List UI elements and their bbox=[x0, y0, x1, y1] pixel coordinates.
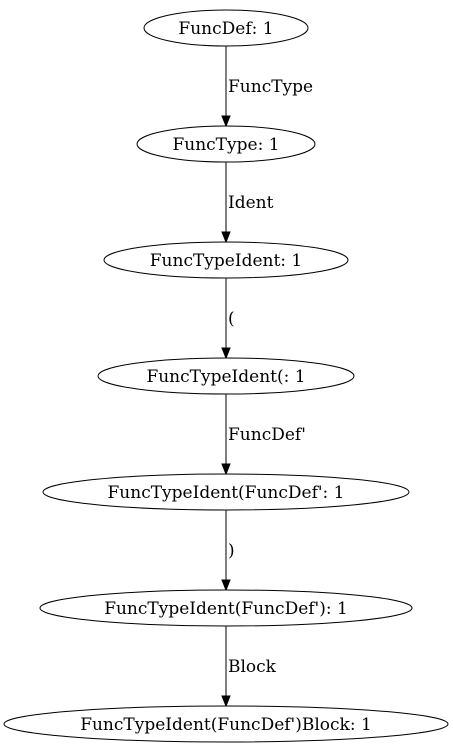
edge-n1-n2: Ident bbox=[221, 162, 274, 244]
edge-label: Block bbox=[228, 657, 277, 677]
node-n3: FuncTypeIdent(: 1 bbox=[97, 357, 355, 395]
edges-layer: FuncTypeIdent ( FuncDef') Block bbox=[221, 46, 313, 708]
arrowhead-icon bbox=[221, 347, 231, 360]
node-label: FuncTypeIdent(FuncDef'): 1 bbox=[104, 599, 348, 619]
node-n5: FuncTypeIdent(FuncDef'): 1 bbox=[39, 589, 413, 627]
edge-n0-n1: FuncType bbox=[221, 46, 313, 128]
arrowhead-icon bbox=[221, 231, 231, 244]
edge-label: ( bbox=[228, 309, 235, 329]
edge-n3-n4: FuncDef' bbox=[221, 394, 306, 476]
node-ellipse bbox=[97, 357, 355, 395]
arrowhead-icon bbox=[221, 579, 231, 592]
edge-n5-n6: Block bbox=[221, 626, 277, 708]
node-ellipse bbox=[136, 125, 316, 163]
node-ellipse bbox=[42, 473, 410, 511]
node-label: FuncType: 1 bbox=[172, 135, 279, 155]
node-label: FuncTypeIdent: 1 bbox=[150, 251, 303, 271]
edge-label: ) bbox=[228, 541, 235, 561]
node-n2: FuncTypeIdent: 1 bbox=[103, 241, 349, 279]
edge-n2-n3: ( bbox=[221, 278, 235, 360]
arrowhead-icon bbox=[221, 695, 231, 708]
arrowhead-icon bbox=[221, 463, 231, 476]
node-ellipse bbox=[39, 589, 413, 627]
node-label: FuncDef: 1 bbox=[178, 19, 273, 39]
node-ellipse bbox=[143, 9, 309, 47]
arrowhead-icon bbox=[221, 115, 231, 128]
node-n4: FuncTypeIdent(FuncDef': 1 bbox=[42, 473, 410, 511]
node-ellipse bbox=[3, 705, 449, 743]
node-label: FuncTypeIdent(FuncDef')Block: 1 bbox=[80, 715, 372, 735]
node-label: FuncTypeIdent(FuncDef': 1 bbox=[108, 483, 345, 503]
node-label: FuncTypeIdent(: 1 bbox=[146, 367, 305, 387]
edge-n4-n5: ) bbox=[221, 510, 235, 592]
node-n1: FuncType: 1 bbox=[136, 125, 316, 163]
edge-label: FuncDef' bbox=[228, 425, 306, 445]
node-n6: FuncTypeIdent(FuncDef')Block: 1 bbox=[3, 705, 449, 743]
edge-label: Ident bbox=[228, 193, 274, 213]
node-ellipse bbox=[103, 241, 349, 279]
node-n0: FuncDef: 1 bbox=[143, 9, 309, 47]
edge-label: FuncType bbox=[228, 77, 313, 97]
